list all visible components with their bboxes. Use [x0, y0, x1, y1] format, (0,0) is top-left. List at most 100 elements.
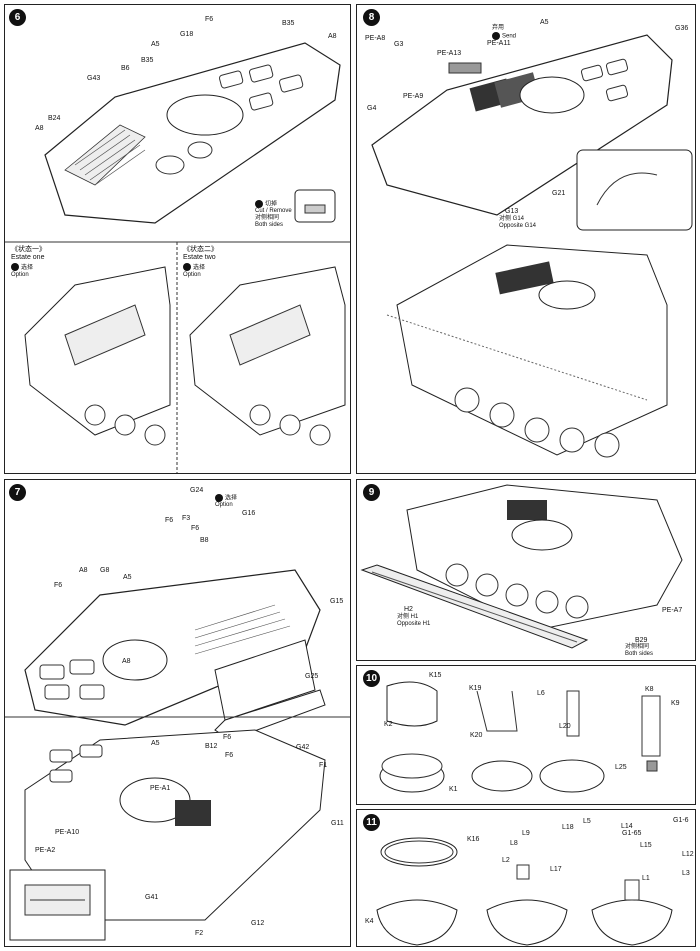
- send-note-en: Send: [502, 33, 517, 40]
- label-g43: G43: [87, 75, 101, 82]
- label-pe-a11: PE-A11: [487, 40, 511, 47]
- b29-both-en: Both sides: [625, 650, 654, 657]
- label-l12: L12: [682, 851, 694, 858]
- label-pe-a8: PE-A8: [365, 35, 386, 42]
- estate-two-opt-cn: 选择: [193, 264, 206, 271]
- label-l17: L17: [550, 866, 562, 873]
- step-7-panel: 7 G24 F6 F3 F6 B8 G16 F6 A8 G8 A5 A8 G15…: [4, 479, 351, 947]
- label-l2: L2: [502, 857, 510, 864]
- label-k15: K15: [429, 672, 442, 679]
- label-a5-lower: A5: [151, 740, 160, 747]
- estate-two-caption: 《状态二》 Estate two 选择 Option: [183, 246, 218, 279]
- step-6-hull-drawing: [5, 42, 350, 473]
- estate-two-cn: 《状态二》: [183, 246, 218, 253]
- step-7-option-note: 选择 Option: [215, 494, 237, 509]
- h2-opposite-en: Opposite H1: [397, 620, 431, 627]
- label-k19: K19: [469, 685, 482, 692]
- label-f6-b: F6: [191, 525, 200, 532]
- label-a8: A8: [79, 567, 88, 574]
- step-10-panel: 10 K15 K2 K1 K19 K20 L6 L20 K8 K9 L25: [356, 665, 696, 805]
- estate-one-en: Estate one: [11, 254, 45, 262]
- cut-icon: [255, 200, 263, 208]
- label-k1: K1: [449, 786, 458, 793]
- step-10-turret-drawing: [379, 681, 661, 793]
- label-f3: F3: [182, 515, 191, 522]
- cut-remove-note: 切掉 Cut / Remove 对侧相同 Both sides: [255, 200, 292, 229]
- step-6-badge: 6: [9, 9, 26, 26]
- label-b12: B12: [205, 743, 218, 750]
- estate-two-en: Estate two: [183, 254, 216, 262]
- label-k9: K9: [671, 700, 680, 707]
- label-b35: B35: [141, 57, 154, 64]
- label-pe-a2: PE-A2: [35, 847, 56, 854]
- option-icon: [215, 494, 223, 502]
- label-g8: G8: [100, 567, 110, 574]
- label-g4: G4: [367, 105, 377, 112]
- label-b24: B24: [48, 115, 61, 122]
- label-a5: A5: [540, 19, 549, 26]
- label-g12: G12: [251, 920, 265, 927]
- h2-opposite-note: 对侧 H1 Opposite H1: [397, 614, 430, 628]
- label-l8: L8: [510, 840, 518, 847]
- both-sides-en: Both sides: [255, 222, 284, 229]
- label-l5: L5: [583, 818, 591, 825]
- cut-note-en: Cut / Remove: [255, 208, 292, 215]
- label-g3: G3: [394, 41, 404, 48]
- step-9-panel: 9 H2 对侧 H1 Opposite H1 PE-A7 B29 对侧相同 Bo…: [356, 479, 696, 661]
- option-note-en: Option: [215, 502, 233, 509]
- b29-both-sides-note: 对侧相同 Both sides: [625, 644, 653, 658]
- label-l18: L18: [562, 824, 574, 831]
- label-b6: B6: [121, 65, 130, 72]
- label-g36: G36: [675, 25, 689, 32]
- label-g11: G11: [331, 820, 344, 827]
- label-l3: L3: [682, 870, 690, 877]
- option-icon: [183, 262, 191, 271]
- label-g16: G16: [242, 510, 256, 517]
- step-7-badge: 7: [9, 484, 26, 501]
- label-pe-a10: PE-A10: [55, 829, 80, 836]
- step-11-badge: 11: [363, 814, 380, 831]
- estate-one-opt-en: Option: [11, 272, 29, 279]
- cut-note-cn: 切掉: [265, 201, 278, 208]
- label-g1-65: G1-65: [622, 830, 642, 837]
- step-9-badge: 9: [363, 484, 380, 501]
- send-note: 弃用 Send: [492, 25, 516, 40]
- step-11-turret-drawing: [376, 837, 673, 946]
- label-g25: G25: [305, 673, 319, 680]
- label-f6-a: F6: [165, 517, 174, 524]
- label-l9: L9: [522, 830, 530, 837]
- both-sides-cn: 对侧相同: [255, 215, 280, 222]
- label-g21: G21: [552, 190, 566, 197]
- label-a8-left: A8: [35, 125, 44, 132]
- label-pe-a13: PE-A13: [437, 50, 462, 57]
- label-k2: K2: [384, 721, 393, 728]
- label-a8-lower: A8: [122, 658, 131, 665]
- label-f6-c: F6: [54, 582, 63, 589]
- label-b29: B29: [635, 637, 648, 644]
- label-l6: L6: [537, 690, 545, 697]
- label-pe-a7: PE-A7: [662, 607, 683, 614]
- step-10-badge: 10: [363, 670, 380, 687]
- estate-two-opt-en: Option: [183, 272, 201, 279]
- label-f1: F1: [319, 762, 328, 769]
- estate-one-caption: 《状态一》 Estate one 选择 Option: [11, 246, 46, 279]
- step-8-badge: 8: [363, 9, 380, 26]
- label-f6: F6: [205, 16, 214, 23]
- estate-one-opt-cn: 选择: [21, 264, 34, 271]
- label-g1-6: G1-6: [673, 817, 689, 824]
- label-g24: G24: [190, 487, 204, 494]
- label-k8: K8: [645, 686, 654, 693]
- label-l14: L14: [621, 823, 633, 830]
- g13-opposite-en: Opposite G14: [499, 222, 537, 229]
- step-11-panel: 11 K16 K4 L2 L8 L9 L17 L18 L5 L14 G1-6 G…: [356, 809, 696, 947]
- label-l1: L1: [642, 875, 650, 882]
- label-a5: A5: [123, 574, 132, 581]
- label-b35-top: B35: [282, 20, 295, 27]
- option-note-cn: 选择: [225, 495, 238, 502]
- label-pe-a9: PE-A9: [403, 93, 424, 100]
- label-a8-right: A8: [328, 33, 337, 40]
- label-k4: K4: [365, 918, 374, 925]
- estate-one-cn: 《状态一》: [11, 246, 46, 253]
- send-note-cn: 弃用: [492, 25, 505, 31]
- h2-opposite-cn: 对侧 H1: [397, 614, 419, 620]
